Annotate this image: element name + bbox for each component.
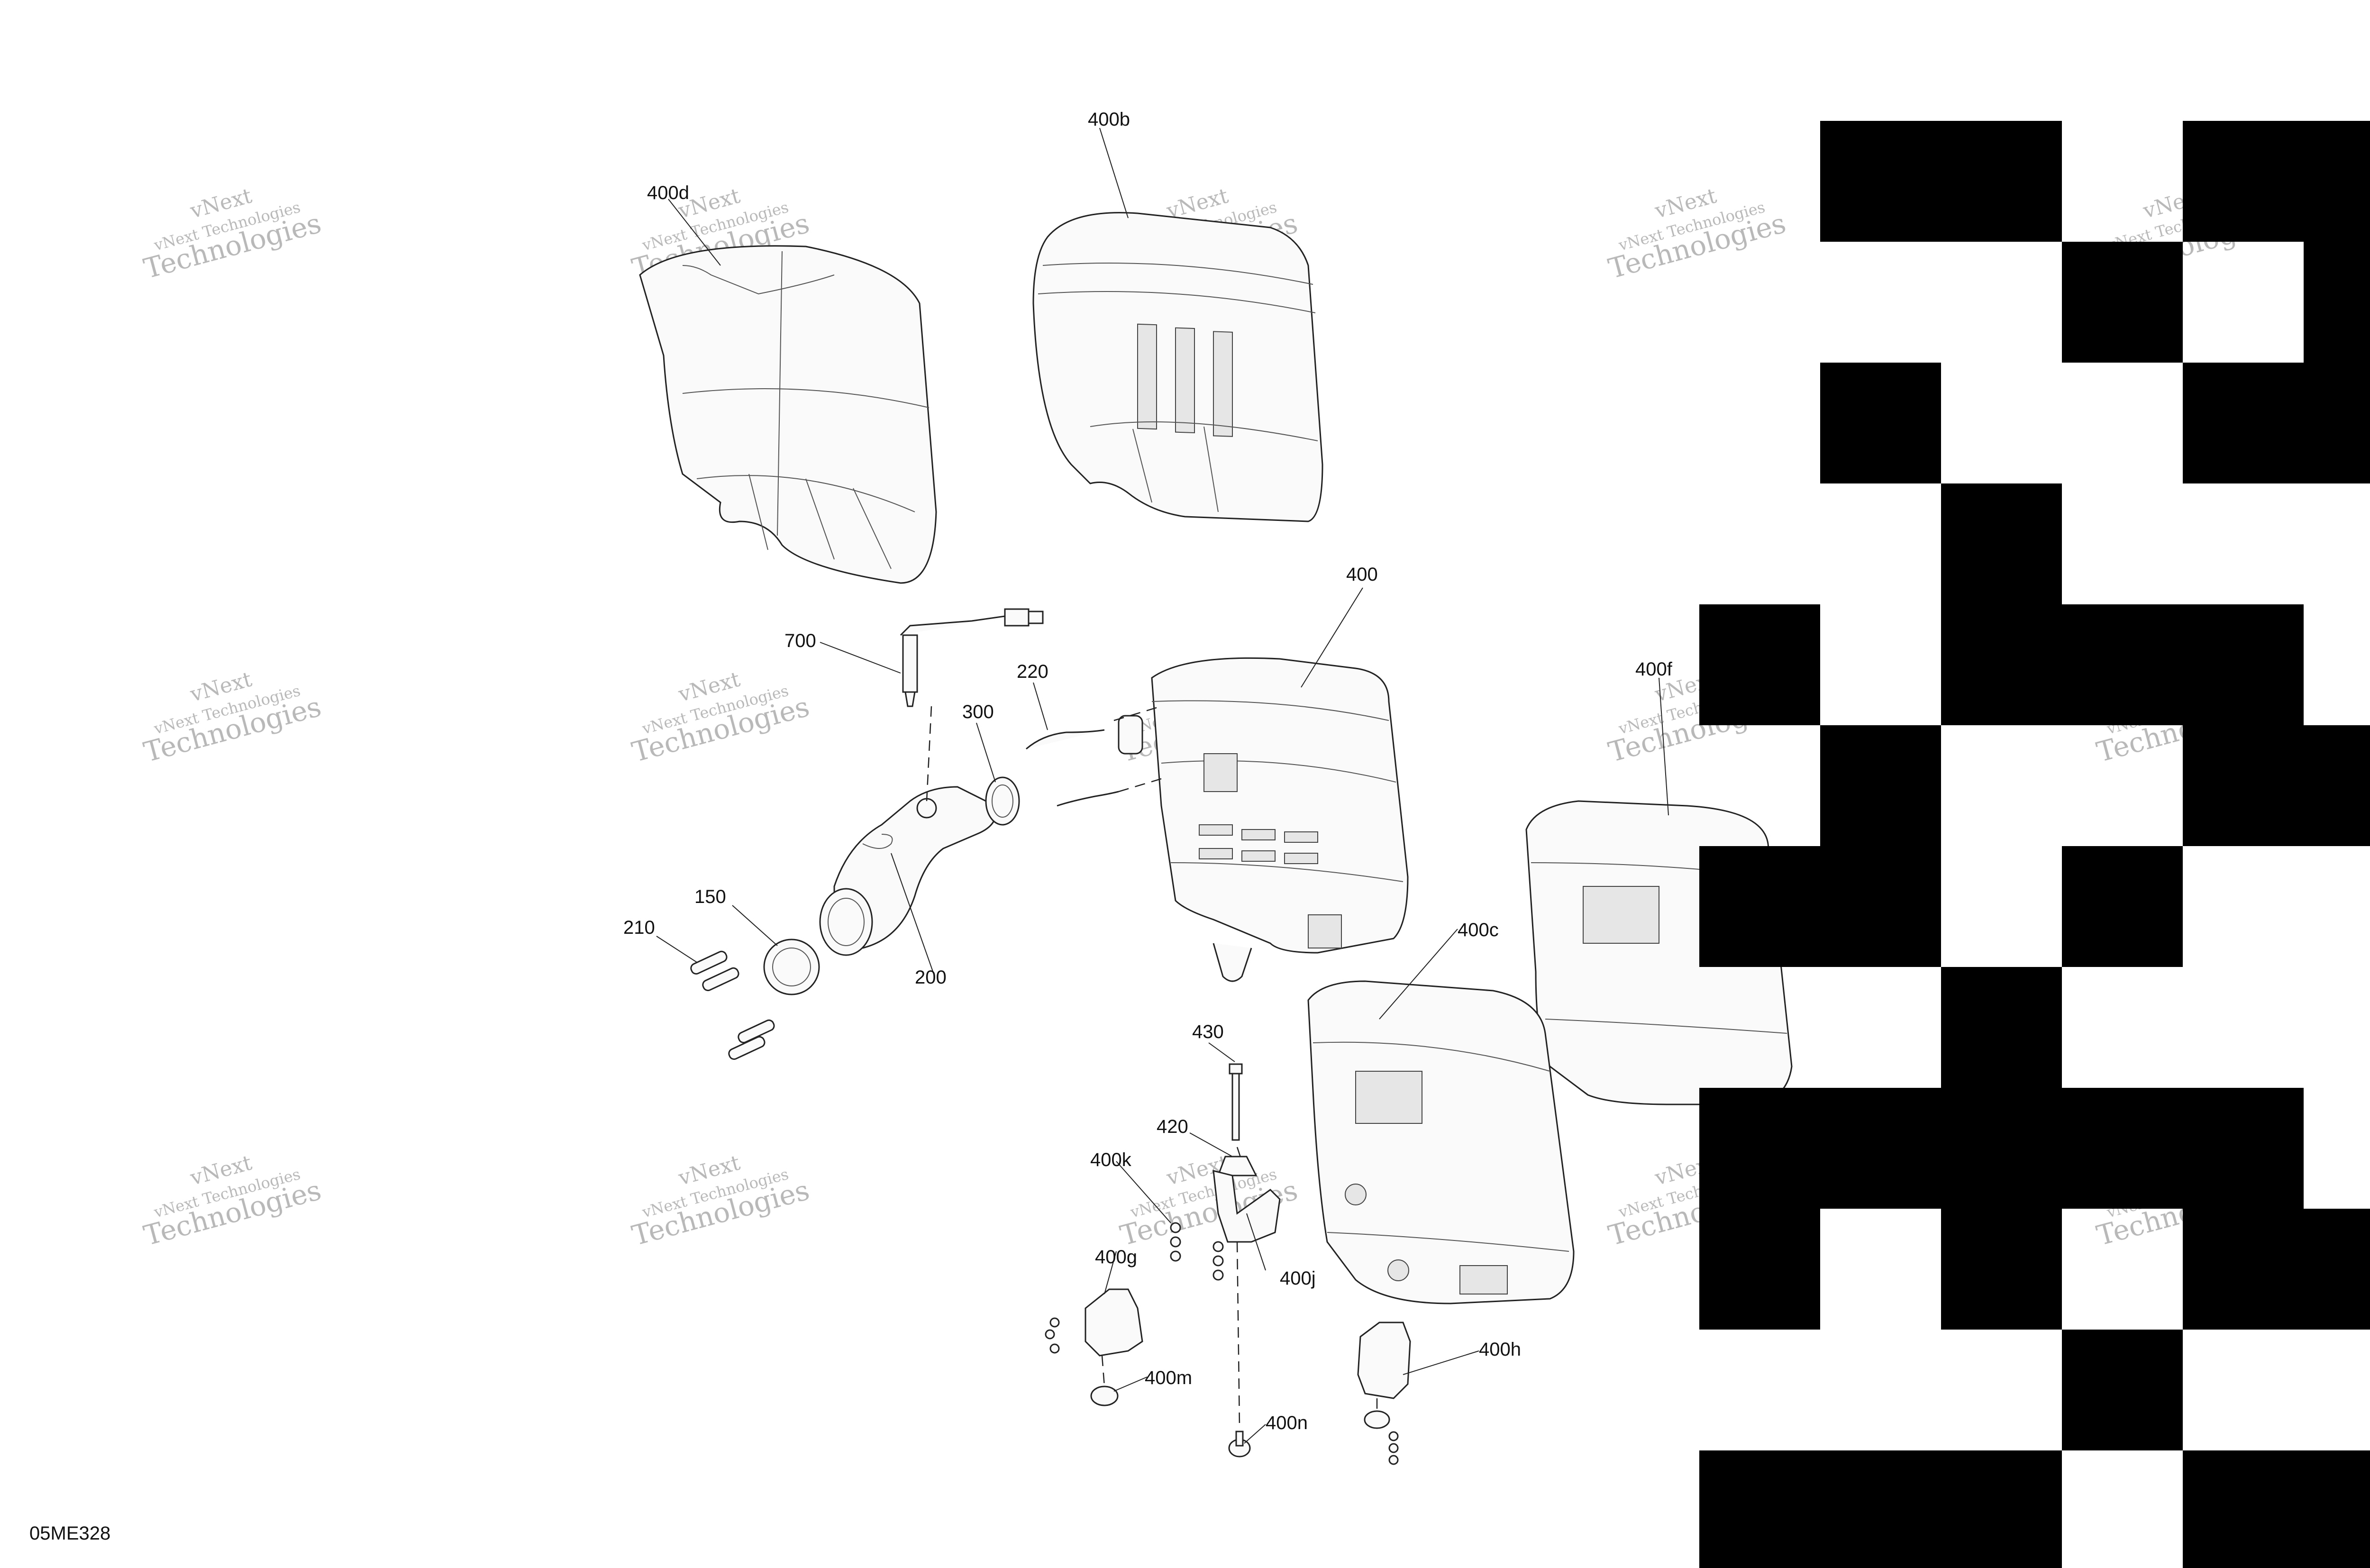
callout-400d: 400d: [647, 182, 689, 203]
part-700-oxygen-sensor: [900, 608, 1044, 707]
part-430-bolt: [1229, 1063, 1243, 1141]
callout-700: 700: [784, 630, 816, 651]
part-210-springs: [690, 950, 775, 1060]
part-400d-heat-shield: [639, 245, 937, 584]
callout-430: 430: [1192, 1021, 1224, 1042]
callout-400j: 400j: [1280, 1268, 1316, 1289]
callout-400c: 400c: [1458, 920, 1499, 940]
callout-400h: 400h: [1479, 1339, 1521, 1360]
part-400m-mount: [1090, 1386, 1119, 1406]
callout-220: 220: [1017, 661, 1048, 682]
callout-150: 150: [694, 886, 726, 907]
part-150-ring: [763, 939, 820, 995]
callout-300: 300: [962, 702, 994, 722]
part-400c-shield: [1307, 980, 1575, 1304]
callout-400n: 400n: [1266, 1413, 1308, 1433]
callout-400f: 400f: [1635, 659, 1673, 680]
callout-400: 400: [1346, 564, 1378, 585]
figure-id: 05ME328: [29, 1523, 111, 1544]
part-400b-outer-shield: [1032, 212, 1323, 522]
part-200-exhaust-pipe: [819, 786, 997, 956]
callout-200: 200: [915, 967, 947, 988]
part-400h-bracket: [1357, 1322, 1411, 1465]
part-220-springs: [1026, 715, 1143, 807]
callout-400b: 400b: [1088, 109, 1130, 130]
part-400j-bracket: [1212, 1170, 1281, 1243]
callout-400g: 400g: [1095, 1247, 1137, 1267]
leader-lines: [656, 128, 1669, 1444]
part-400-muffler: [1151, 657, 1409, 982]
callout-210: 210: [623, 917, 655, 938]
callout-420: 420: [1157, 1116, 1188, 1137]
callout-400m: 400m: [1145, 1367, 1192, 1388]
part-300-gasket: [985, 776, 1020, 826]
qr-code: [1699, 121, 2370, 1568]
part-400k-nuts: [1170, 1222, 1224, 1281]
callout-400k: 400k: [1090, 1149, 1132, 1170]
part-420-rubber-mount: [1217, 1156, 1258, 1176]
part-400n-mount: [1228, 1431, 1251, 1458]
callout-labels: 400b 400d 400 700 220 300 400f 150 210 2…: [623, 109, 1673, 1433]
assembly-lines: [926, 705, 1378, 1427]
part-400g-bracket: [1045, 1288, 1143, 1357]
